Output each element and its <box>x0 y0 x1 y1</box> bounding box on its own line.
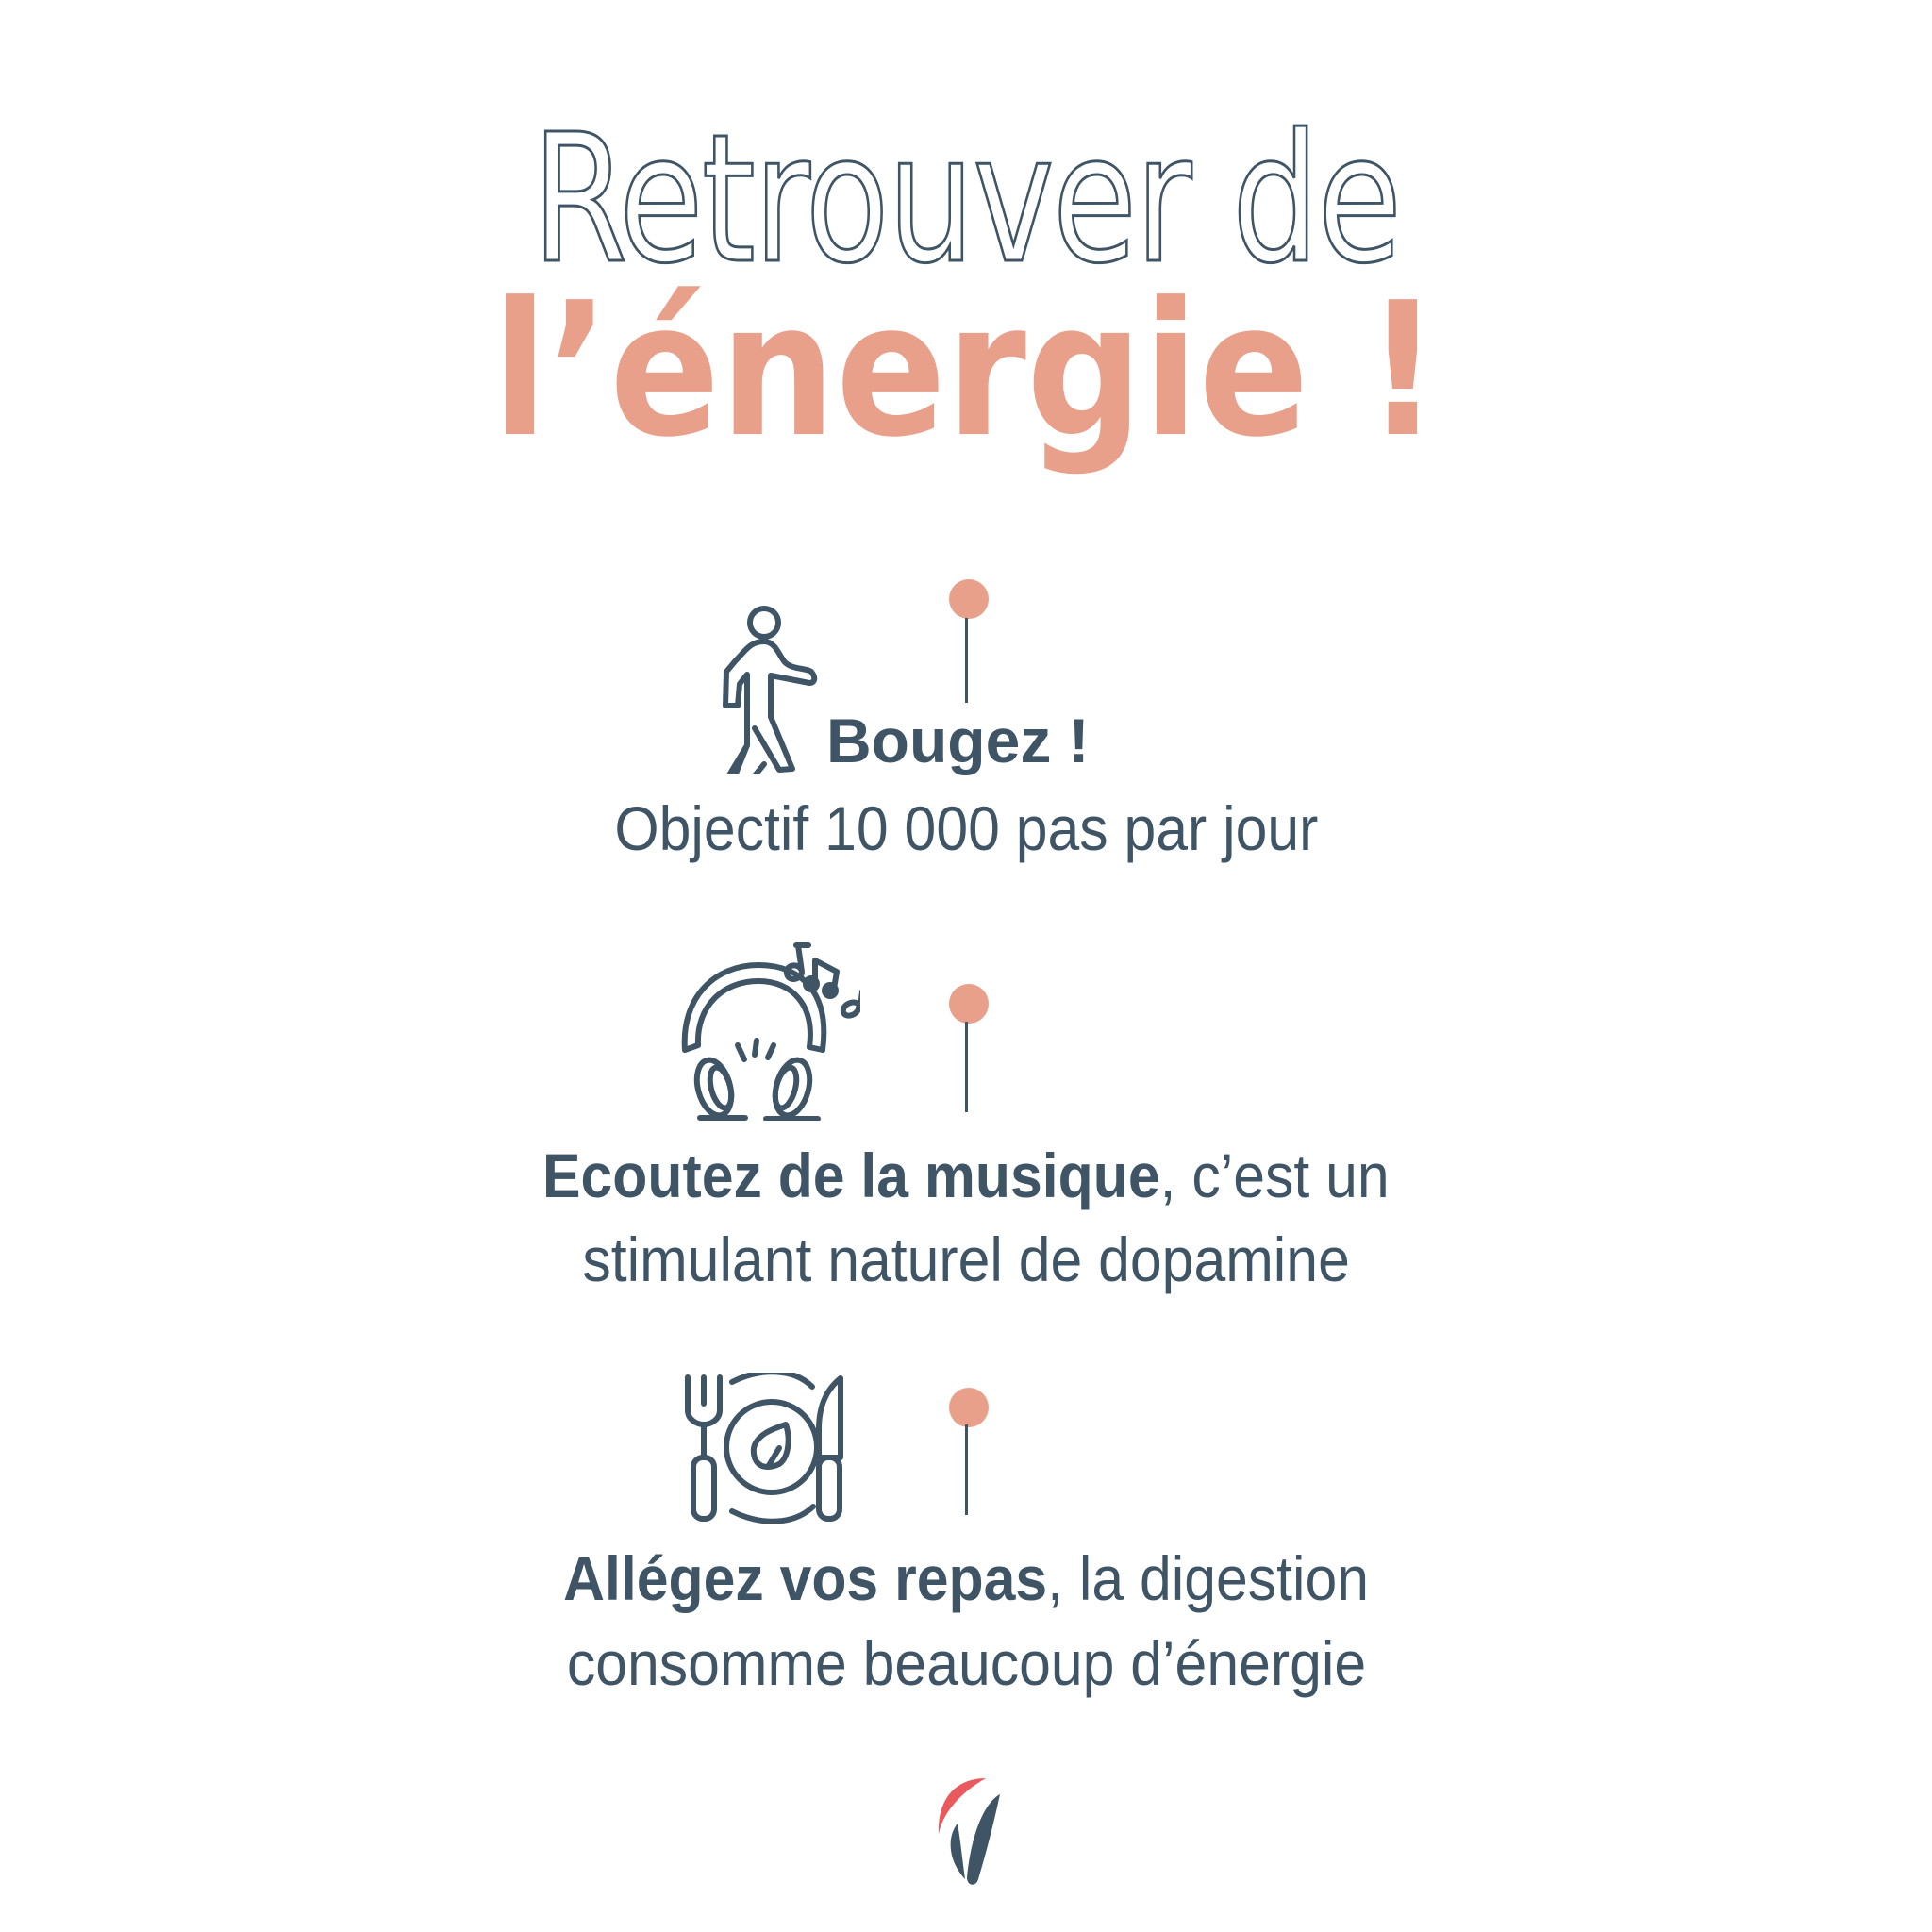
timeline-dot <box>949 984 989 1024</box>
headphones-music-icon <box>672 932 860 1121</box>
tip-2-line-2: stimulant naturel de dopamine <box>582 1224 1350 1294</box>
tip-2-title: Ecoutez de la musique <box>542 1141 1160 1210</box>
tip-3-line-2: consomme beaucoup d’énergie <box>566 1628 1366 1698</box>
timeline-line <box>965 618 968 703</box>
timeline-dot <box>949 1388 989 1427</box>
timeline-line <box>965 1424 968 1515</box>
tip-1-description: Objectif 10 000 pas par jour <box>614 793 1318 863</box>
timeline-line <box>965 1022 968 1112</box>
tip-3-title: Allégez vos repas <box>563 1543 1048 1613</box>
tip-2-line-1: Ecoutez de la musique, c’est un <box>542 1141 1390 1210</box>
title-line-1: Retrouver de <box>530 96 1403 303</box>
plate-cutlery-leaf-icon <box>685 1373 855 1524</box>
tip-1-title: Bougez ! <box>826 706 1090 775</box>
title-line-2: l’énergie ! <box>491 263 1441 478</box>
brand-logo-icon <box>920 1774 1024 1887</box>
tip-3-line-1: Allégez vos repas, la digestion <box>563 1543 1369 1613</box>
walking-person-icon <box>717 604 821 774</box>
timeline-dot <box>949 579 989 619</box>
